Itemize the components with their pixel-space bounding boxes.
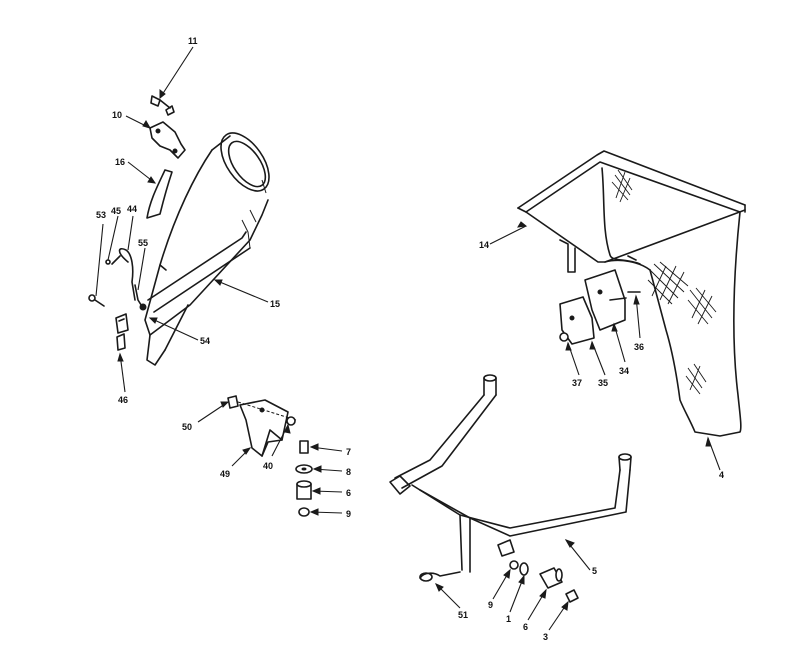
callout-6: 6: [346, 488, 351, 498]
callout-4: 4: [719, 470, 724, 480]
callout-9: 9: [346, 509, 351, 519]
part-40-nut: [286, 416, 296, 426]
part-9-washer: [509, 560, 519, 570]
part-51-clip: [419, 571, 461, 579]
callout-49: 49: [220, 469, 230, 479]
callout-1: 1: [506, 614, 511, 624]
callout-37: 37: [572, 378, 582, 388]
callout-34: 34: [619, 366, 629, 376]
part-3-bolt: [565, 589, 579, 603]
callout-55: 55: [138, 238, 148, 248]
part-1-washer: [519, 562, 529, 576]
callout-40: 40: [263, 461, 273, 471]
callout-36: 36: [634, 342, 644, 352]
callout-6-lower: 6: [523, 622, 528, 632]
bracket-34-35: [559, 269, 641, 345]
callout-15: 15: [270, 299, 280, 309]
callout-10: 10: [112, 110, 122, 120]
callout-9-lower: 9: [488, 600, 493, 610]
callout-35: 35: [598, 378, 608, 388]
callout-46: 46: [118, 395, 128, 405]
discharge-chute: [144, 132, 270, 366]
hitch-frame-5: [389, 374, 632, 573]
callout-44: 44: [127, 204, 137, 214]
callout-50: 50: [182, 422, 192, 432]
leader-lines: [95, 46, 721, 631]
callout-45: 45: [111, 206, 121, 216]
callout-labels: 11 10 16 53 45 44 55 15 54 46 14 36 34 3…: [96, 36, 724, 642]
callout-14: 14: [479, 240, 489, 250]
callout-51: 51: [458, 610, 468, 620]
callout-16: 16: [115, 157, 125, 167]
callout-53: 53: [96, 210, 106, 220]
part-10-bracket: [149, 121, 186, 159]
part-50-bolt: [227, 395, 297, 421]
callout-8: 8: [346, 467, 351, 477]
callout-11: 11: [188, 36, 198, 46]
latch-assembly: [88, 247, 147, 351]
part-16-window: [146, 169, 173, 219]
callout-5: 5: [592, 566, 597, 576]
grass-bag-4: [601, 167, 742, 437]
callout-7: 7: [346, 447, 351, 457]
bracket-49: [239, 399, 289, 457]
part-11-wingnut: [150, 95, 175, 116]
callout-54: 54: [200, 336, 210, 346]
hardware-stack: [295, 440, 313, 517]
callout-3: 3: [543, 632, 548, 642]
part-37-nut: [559, 332, 569, 342]
arrowheads: [117, 88, 712, 611]
grass-bag-frame-14: [517, 150, 746, 273]
